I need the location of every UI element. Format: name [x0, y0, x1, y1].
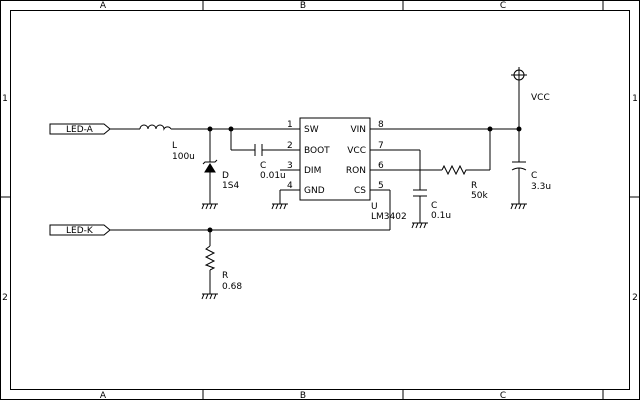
port-led-k[interactable]: LED-K — [49, 224, 111, 236]
pin-ron-name: RON — [346, 166, 366, 176]
pin-vcc-number: 7 — [378, 141, 384, 151]
zone-label-left-1: 1 — [2, 94, 8, 104]
inductor-ref: L — [172, 141, 177, 151]
pin-dim-number: 3 — [287, 161, 293, 171]
net-ic-gnd — [279, 189, 300, 204]
diode-d[interactable] — [202, 129, 218, 204]
junction-vin-ron — [487, 126, 493, 132]
res-sense-value: 0.68 — [222, 282, 242, 292]
inductor-value: 100u — [172, 152, 195, 162]
vcc-power-icon — [511, 67, 527, 81]
net-vin — [370, 80, 520, 170]
zone-label-top-b: B — [300, 1, 306, 11]
pin-ron-number: 6 — [378, 161, 384, 171]
zone-label-right-2: 2 — [632, 293, 638, 303]
port-led-a-label: LED-A — [66, 125, 94, 135]
cap-in-value: 3.3u — [531, 182, 551, 192]
diode-ref: D — [222, 171, 229, 181]
pin-cs-name: CS — [354, 186, 366, 196]
zone-label-top-a: A — [100, 1, 107, 11]
ground-diode-icon — [201, 203, 218, 210]
pin-vin-number: 8 — [378, 120, 384, 130]
net-led-k — [110, 189, 391, 294]
vcc-label: VCC — [531, 93, 550, 103]
pin-gnd-name: GND — [304, 186, 325, 196]
inductor-l[interactable] — [139, 124, 172, 131]
ic-lm3402[interactable] — [299, 117, 371, 201]
pin-gnd-number: 4 — [287, 181, 293, 191]
pin-dim-name: DIM — [304, 166, 321, 176]
ground-vcc-cap-icon — [411, 222, 428, 229]
cap-in-ref: C — [531, 171, 537, 181]
res-ron-value: 50k — [471, 191, 488, 201]
pin-boot-number: 2 — [287, 141, 293, 151]
ground-input-cap-icon — [510, 203, 527, 210]
resistor-sense[interactable] — [204, 245, 216, 271]
junction-sense — [207, 227, 213, 233]
port-led-a[interactable]: LED-A — [49, 123, 111, 135]
pin-sw-name: SW — [304, 125, 319, 135]
cap-boot-ref: C — [260, 161, 266, 171]
pin-sw-number: 1 — [287, 120, 293, 130]
port-led-k-label: LED-K — [66, 226, 94, 236]
pin-vcc-name: VCC — [347, 146, 366, 156]
res-sense-ref: R — [222, 271, 228, 281]
ground-sense-icon — [201, 293, 218, 300]
pin-boot-name: BOOT — [304, 146, 330, 156]
capacitor-boot[interactable] — [254, 144, 263, 156]
cap-vcc-ref: C — [431, 201, 437, 211]
pin-vin-name: VIN — [350, 125, 366, 135]
junction-vin-cap — [516, 126, 522, 132]
cap-vcc-value: 0.1u — [431, 211, 451, 221]
ic-value: LM3402 — [371, 212, 407, 222]
zone-label-bottom-b: B — [300, 391, 306, 400]
zone-label-right-1: 1 — [632, 94, 638, 104]
ground-ic-icon — [271, 203, 288, 210]
zone-label-bottom-c: C — [500, 391, 506, 400]
cap-boot-value: 0.01u — [260, 171, 286, 181]
zone-label-top-c: C — [500, 1, 506, 11]
net-boot — [230, 129, 300, 151]
pin-cs-number: 5 — [378, 181, 384, 191]
diode-value: 1S4 — [222, 181, 239, 191]
ic-ref: U — [371, 202, 378, 212]
resistor-ron[interactable] — [441, 164, 468, 176]
zone-label-bottom-a: A — [100, 391, 107, 400]
capacitor-vcc[interactable] — [413, 189, 427, 197]
zone-label-left-2: 2 — [2, 293, 8, 303]
res-ron-ref: R — [471, 181, 477, 191]
